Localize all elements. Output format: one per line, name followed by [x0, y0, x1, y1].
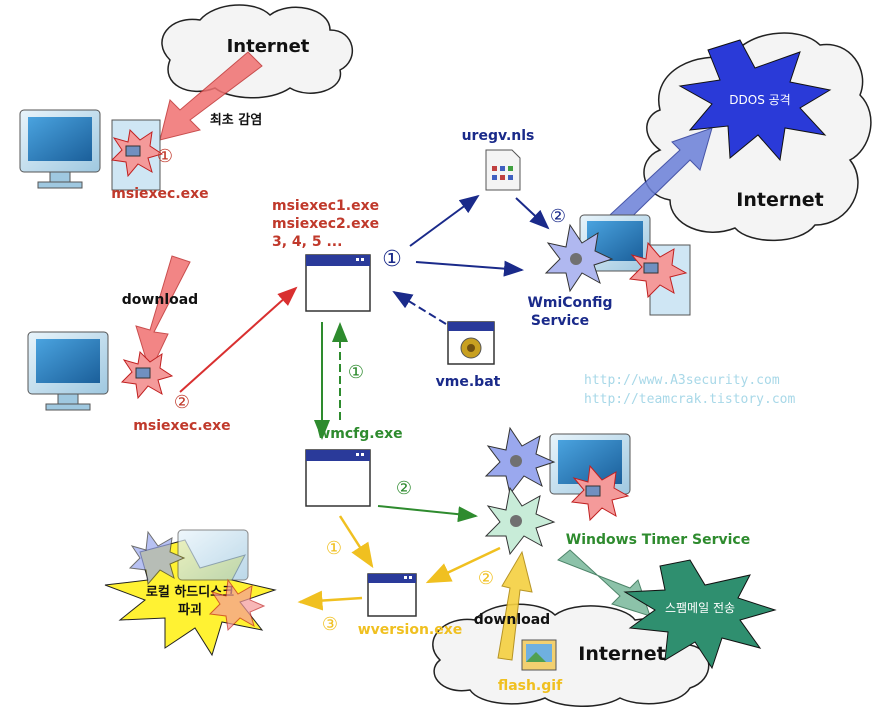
msiexec-label-2: msiexec.exe: [133, 418, 230, 434]
step-1-yellow: ①: [326, 538, 342, 559]
step-2-green: ②: [396, 478, 412, 499]
url-1: http://www.A3security.com: [584, 373, 780, 388]
pc-wmiconfig: [544, 214, 691, 316]
ddos-burst: DDOS 공격: [678, 39, 832, 162]
step-2-yellow: ②: [478, 568, 494, 589]
msiexec-label-1: msiexec.exe: [111, 186, 208, 202]
download-arrow-1: [135, 255, 191, 374]
arrow-to-uregv: [409, 194, 480, 247]
window-wmcfg: [305, 449, 371, 507]
pc-disk-cluster: [128, 529, 266, 632]
vme-label: vme.bat: [436, 374, 501, 390]
file-vme: [447, 321, 495, 365]
first-infect-label: 최초 감염: [210, 112, 262, 128]
download-label-1: download: [122, 292, 198, 308]
step-3-yellow: ③: [322, 614, 338, 635]
pc-windows-timer: [484, 426, 631, 556]
step-1-green: ①: [348, 362, 364, 383]
cloud-bottom: Internet: [432, 603, 710, 707]
spam-label: 스팸메일 전송: [665, 601, 735, 615]
step-2-pc2: ②: [174, 392, 190, 413]
uregv-label: uregv.nls: [462, 128, 535, 144]
file-flash: [521, 639, 557, 671]
window-wversion: [367, 573, 417, 617]
wmcfg-label: wmcfg.exe: [317, 426, 402, 442]
disk-label-2: 파괴: [178, 603, 202, 618]
arrow-pc2-to-msiexec: [179, 286, 298, 393]
download-arrow-2: [497, 550, 533, 661]
ddos-label: DDOS 공격: [729, 93, 790, 107]
msiexec-list-2: msiexec2.exe: [272, 216, 379, 232]
cloud-label: Internet: [227, 36, 310, 57]
download-label-2: download: [474, 612, 550, 628]
msiexec-list-3: 3, 4, 5 ...: [272, 234, 342, 250]
url-2: http://teamcrak.tistory.com: [584, 392, 795, 407]
wmiconfig-label-2: Service: [531, 313, 589, 329]
arrow-wversion-to-disk: [297, 590, 363, 611]
infection-arrow-1: [159, 51, 263, 141]
arrow-wmcfg-to-wversion: [338, 515, 374, 569]
arrow-timer-to-wversion: [425, 546, 501, 584]
cloud-label: Internet: [578, 643, 665, 665]
pc-infected-1: [19, 109, 164, 191]
arrow-vme-to-msiexec: [392, 290, 447, 325]
wversion-label: wversion.exe: [358, 622, 463, 638]
cloud-top-left: Internet: [161, 4, 354, 99]
wmiconfig-label-1: WmiConfig: [527, 295, 612, 311]
step-1-msiexec: ①: [382, 247, 402, 272]
arrow-wmcfg-to-timer: [377, 505, 478, 523]
spam-burst: 스팸메일 전송: [623, 559, 777, 670]
msiexec-list-1: msiexec1.exe: [272, 198, 379, 214]
step-2-wmi: ②: [550, 206, 566, 227]
disk-label-1: 로컬 하드디스크: [146, 584, 234, 600]
file-uregv: [485, 149, 521, 191]
step-1-pc1: ①: [157, 146, 173, 167]
pc-infected-2: [27, 331, 174, 411]
flash-label: flash.gif: [498, 678, 563, 694]
cloud-right: Internet: [643, 32, 872, 242]
spam-arrow: [557, 549, 651, 617]
arrow-uregv-to-wmi: [515, 197, 550, 230]
cloud-label: Internet: [736, 189, 823, 211]
arrow-to-wmiconfig: [415, 260, 524, 277]
windows-timer-label: Windows Timer Service: [566, 532, 750, 548]
window-msiexec: [305, 254, 371, 312]
